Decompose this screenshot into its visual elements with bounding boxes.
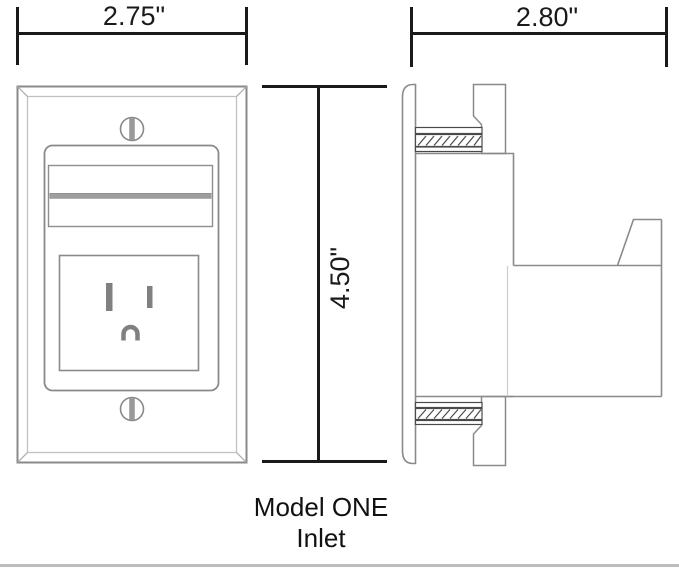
inlet-body	[415, 152, 663, 398]
dim-line	[16, 32, 248, 35]
receptacle	[58, 254, 200, 372]
dim-tick	[16, 7, 19, 65]
mounting-screw-bottom-icon	[414, 401, 483, 426]
side-view-drawing	[401, 83, 663, 467]
label-holder	[47, 164, 214, 228]
bottom-screw-icon	[119, 396, 145, 422]
bottom-divider	[0, 564, 679, 567]
side-width-value: 2.80"	[515, 2, 579, 32]
dim-tick	[665, 7, 668, 67]
dim-line	[410, 32, 668, 35]
mounting-screw-top-icon	[414, 126, 483, 153]
caption-type: Inlet	[296, 523, 346, 553]
hot-slot-icon	[147, 286, 153, 308]
drawing-caption: Model ONE Inlet	[170, 492, 472, 554]
wall-plate-side	[401, 83, 417, 465]
front-width-value: 2.75"	[102, 1, 166, 31]
dim-tick	[410, 7, 413, 67]
ground-pin-icon	[121, 324, 140, 341]
dim-tick	[262, 85, 387, 88]
neutral-slot-icon	[106, 283, 113, 311]
height-value: 4.50"	[325, 246, 355, 310]
dim-tick	[262, 460, 387, 463]
top-screw-icon	[119, 116, 145, 142]
front-view-drawing	[16, 85, 248, 464]
dim-tick	[245, 7, 248, 65]
latch-tab	[616, 218, 662, 266]
dim-line	[317, 86, 320, 462]
caption-model: Model ONE	[253, 492, 389, 522]
